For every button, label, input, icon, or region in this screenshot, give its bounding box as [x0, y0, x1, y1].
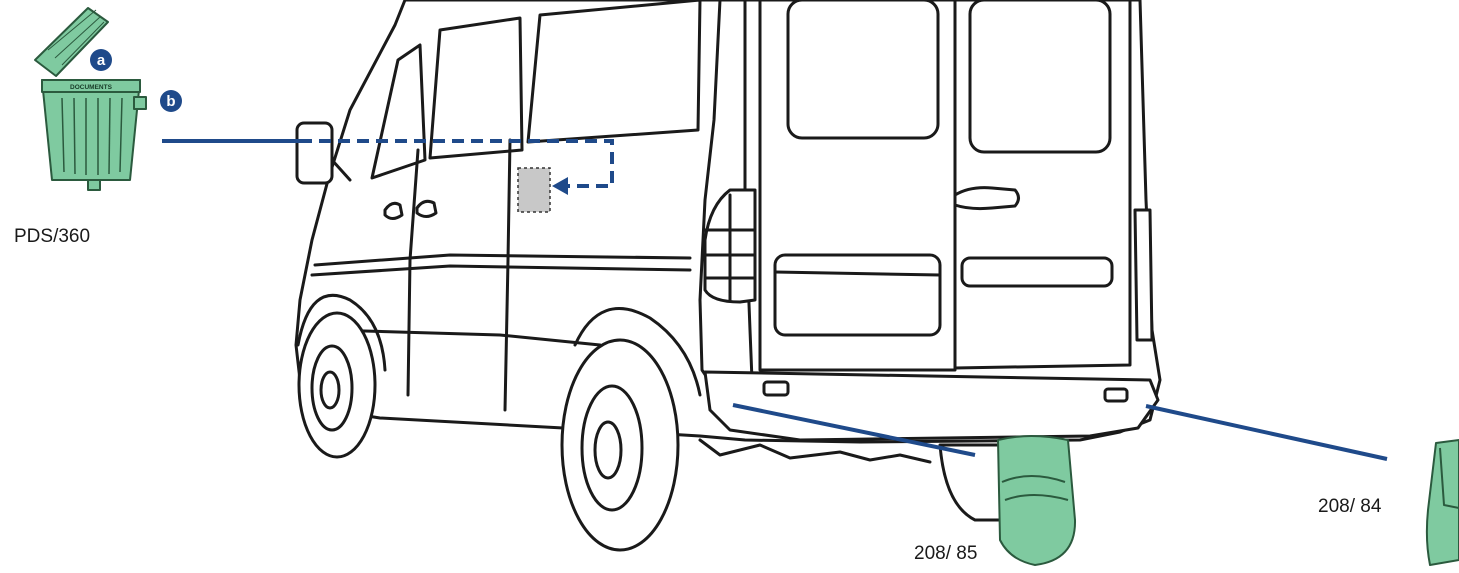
mudflap-right-body	[998, 436, 1075, 565]
callout-b: b	[160, 90, 182, 112]
side-window-sliding	[528, 0, 700, 142]
rear-window-right	[970, 0, 1110, 152]
container-foot	[88, 180, 100, 190]
rear-window-left	[788, 0, 938, 138]
callout-a: a	[90, 49, 112, 71]
front-wheel-hub	[321, 372, 339, 408]
reflector-left	[764, 382, 788, 395]
callout-a-text: a	[97, 52, 106, 69]
mudflap-icon	[998, 436, 1075, 565]
side-mirror	[297, 123, 332, 183]
pds-part-label: PDS/360	[14, 226, 90, 248]
mudflap-right-part-label: 208/ 85	[914, 543, 977, 565]
pds-location-marker	[518, 168, 550, 212]
mudflap-icon	[1427, 440, 1459, 565]
reflector-right	[1105, 389, 1127, 401]
mudflap-left-leader	[1146, 406, 1387, 459]
callout-b-text: b	[166, 93, 175, 110]
container-text: DOCUMENTS	[70, 84, 113, 91]
side-door-handle-1	[385, 203, 402, 218]
tail-light-right	[1135, 210, 1152, 340]
side-window-front	[430, 18, 522, 158]
mudflap-left-part-label: 208/ 84	[1318, 496, 1381, 518]
rear-door-handle	[955, 188, 1019, 209]
underbody	[700, 440, 930, 462]
rear-panel-left	[775, 255, 940, 335]
container-latch	[134, 97, 146, 109]
rear-panel-right	[962, 258, 1112, 286]
container-body	[42, 80, 140, 180]
document-container-icon	[35, 8, 146, 190]
side-door-handle-2	[417, 201, 436, 216]
rear-wheel-hub	[595, 422, 621, 478]
